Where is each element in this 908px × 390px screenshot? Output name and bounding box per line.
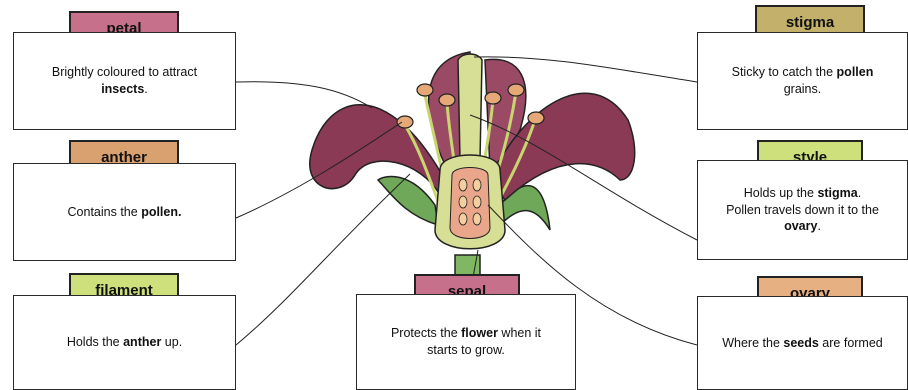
- petal-description: Brightly coloured to attract insects.: [13, 32, 236, 130]
- filament-text-post: up.: [161, 335, 182, 349]
- petal-text-bold: insects: [101, 82, 144, 96]
- style-text-line2: Pollen travels down it to the: [726, 203, 879, 217]
- stigma-text-line2: grains.: [784, 82, 822, 96]
- filament-text-bold: anther: [123, 335, 161, 349]
- sepal-text-bold: flower: [461, 326, 498, 340]
- sepal-left: [378, 176, 438, 225]
- ovary-text-bold: seeds: [783, 336, 818, 350]
- sepal-text-post: when it: [498, 326, 541, 340]
- stigma-text-bold: pollen: [837, 65, 874, 79]
- sepal-text-pre: Protects the: [391, 326, 461, 340]
- petal-text-end: .: [144, 82, 147, 96]
- style-stalk: [458, 54, 482, 160]
- stigma-description: Sticky to catch the pollen grains.: [697, 32, 908, 130]
- style-text-bold2: ovary: [784, 219, 817, 233]
- filament-description: Holds the anther up.: [13, 295, 236, 390]
- anther-description: Contains the pollen.: [13, 163, 236, 261]
- style-text-post2: .: [817, 219, 820, 233]
- ovary-description: Where the seeds are formed: [697, 296, 908, 390]
- ovary-text-post: are formed: [819, 336, 883, 350]
- petal-connector: [236, 82, 372, 108]
- style-text-post: .: [858, 186, 861, 200]
- anther-text-bold: pollen.: [141, 205, 181, 219]
- sepal-text-line2: starts to grow.: [427, 343, 505, 357]
- sepal-description: Protects the flower when it starts to gr…: [356, 294, 576, 390]
- style-description: Holds up the stigma. Pollen travels down…: [697, 160, 908, 260]
- filament-text-pre: Holds the: [67, 335, 123, 349]
- ovary-inner: [450, 168, 490, 239]
- petal-left: [310, 105, 445, 195]
- ovary-text-pre: Where the: [722, 336, 783, 350]
- stigma-text-pre: Sticky to catch the: [732, 65, 837, 79]
- anther-text-pre: Contains the: [68, 205, 142, 219]
- style-text-pre: Holds up the: [744, 186, 818, 200]
- petal-text-line1: Brightly coloured to attract: [52, 65, 197, 79]
- style-text-bold: stigma: [817, 186, 857, 200]
